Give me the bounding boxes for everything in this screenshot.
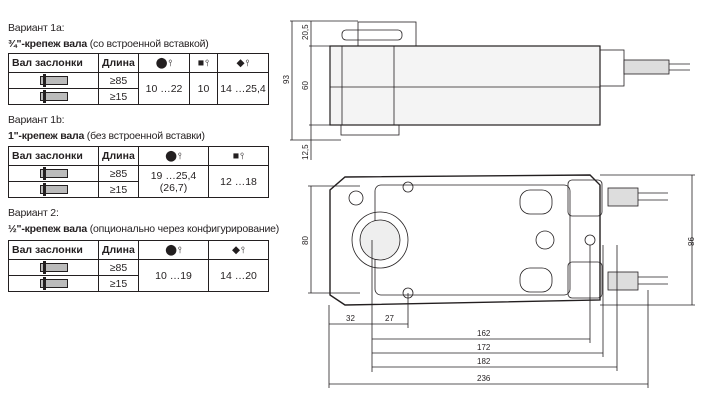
variant-2-heading: Вариант 2: xyxy=(8,207,59,219)
variant-2-subtitle-rest: (опционально через конфигурирование) xyxy=(87,223,280,235)
side-body xyxy=(329,45,601,126)
dim-80: 80 xyxy=(301,236,310,245)
shaft-clamp-inner xyxy=(359,219,401,261)
header-shaft: Вал заслонки xyxy=(8,53,99,73)
header-shaft: Вал заслонки xyxy=(8,146,99,166)
top-view: 80 98 32 27 162 172 182 236 xyxy=(301,174,695,388)
diamond-shaft-icon: ◆⫯ xyxy=(217,53,269,73)
dim-60: 60 xyxy=(301,81,310,90)
side-cable-gland xyxy=(623,59,670,75)
round-alt: (26,7) xyxy=(159,181,188,194)
top-panel xyxy=(374,184,571,296)
round-value: 19 …25,4(26,7) xyxy=(138,165,209,198)
length-value: ≥15 xyxy=(98,181,139,198)
side-bottom-plate xyxy=(340,124,400,136)
length-value: ≥15 xyxy=(98,88,139,105)
cable-gland xyxy=(607,187,639,207)
diamond-value: 14 …25,4 xyxy=(217,72,269,105)
header-length: Длина xyxy=(98,146,139,166)
center-hole xyxy=(535,230,555,250)
variant-1b-table: Вал заслонки Длина ⬤⫯ ■⫯ ≥85 19 …25,4(26… xyxy=(8,146,269,198)
variant-1b-subtitle: 1"-крепеж вала (без встроенной вставки) xyxy=(8,130,205,142)
variant-1b-subtitle-rest: (без встроенной вставки) xyxy=(84,130,205,142)
square-value: 10 xyxy=(189,72,218,105)
side-top-clamp xyxy=(357,21,417,47)
variant-1b-subtitle-bold: 1"-крепеж вала xyxy=(8,130,85,142)
length-value: ≥15 xyxy=(98,275,139,292)
diamond-value: 14 …20 xyxy=(208,259,269,292)
side-clamp-ring xyxy=(341,29,403,41)
short-shaft-icon xyxy=(8,181,99,198)
dim-162: 162 xyxy=(477,329,491,338)
switch xyxy=(519,267,553,293)
round-value: 10 …22 xyxy=(138,72,190,105)
variant-2-subtitle: ½"-крепеж вала (опционально через конфиг… xyxy=(8,223,279,235)
top-body xyxy=(329,174,601,306)
variant-1a-heading: Вариант 1a: xyxy=(8,22,65,34)
cable-gland xyxy=(607,271,639,291)
dim-182: 182 xyxy=(477,357,491,366)
side-view: 93 20,5 60 12,5 xyxy=(282,20,690,160)
variant-2-subtitle-bold: ½"-крепеж вала xyxy=(8,223,88,235)
short-shaft-icon xyxy=(8,88,99,105)
connector xyxy=(567,179,603,217)
variant-2-table: Вал заслонки Длина ⬤⫯ ◆⫯ ≥85 10 …19 14 …… xyxy=(8,240,269,292)
dim-98: 98 xyxy=(686,237,695,246)
variant-1a-subtitle-rest: (со встроенной вставкой) xyxy=(87,38,209,50)
shaft-clamp xyxy=(351,211,409,269)
connector xyxy=(567,261,603,299)
square-value: 12 …18 xyxy=(208,165,269,198)
round-shaft-icon: ⬤⫯ xyxy=(138,240,209,260)
variant-1a-subtitle-bold: ¾"-крепеж вала xyxy=(8,38,88,50)
dim-172: 172 xyxy=(477,343,491,352)
pin-hole xyxy=(584,234,596,246)
mount-hole xyxy=(402,181,414,193)
gear-icon xyxy=(348,190,364,206)
dim-20-5: 20,5 xyxy=(301,24,310,40)
side-connector xyxy=(599,49,625,87)
dim-12-5: 12,5 xyxy=(301,144,310,160)
switch xyxy=(519,189,553,215)
round-range: 19 …25,4 xyxy=(150,169,197,182)
variant-1b-heading: Вариант 1b: xyxy=(8,114,65,126)
dim-32: 32 xyxy=(346,314,355,323)
short-shaft-icon xyxy=(8,275,99,292)
dim-93: 93 xyxy=(282,75,291,84)
dim-236: 236 xyxy=(477,374,491,383)
dim-27: 27 xyxy=(385,314,394,323)
header-shaft: Вал заслонки xyxy=(8,240,99,260)
variant-1a-table: Вал заслонки Длина ⬤⫯ ■⫯ ◆⫯ ≥85 10 …22 1… xyxy=(8,53,269,105)
variant-1a-subtitle: ¾"-крепеж вала (со встроенной вставкой) xyxy=(8,38,209,50)
